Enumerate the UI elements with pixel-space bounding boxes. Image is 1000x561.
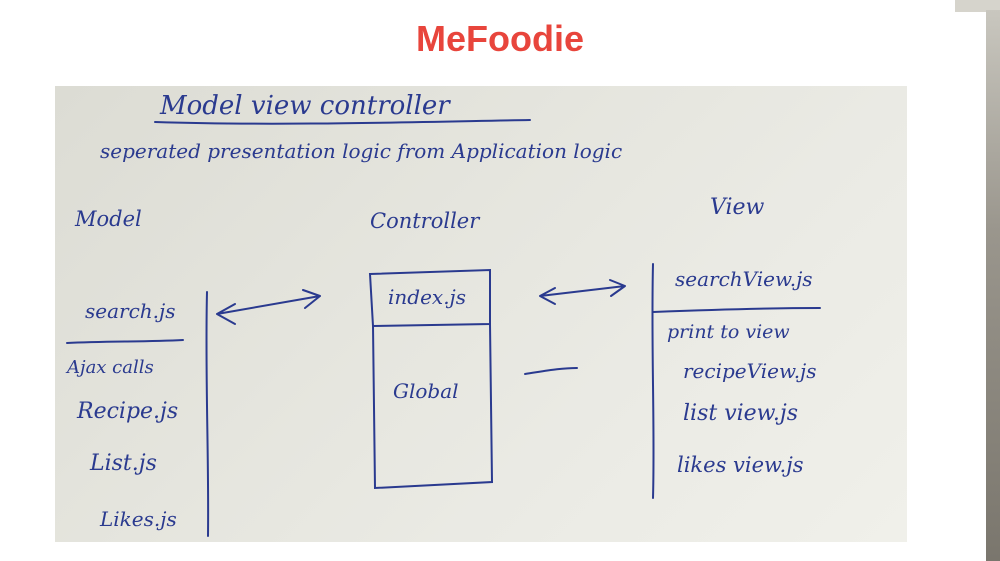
controller-box-body: Global — [393, 379, 459, 403]
model-item: Recipe.js — [76, 399, 178, 424]
controller-global-box — [372, 323, 494, 490]
view-item: print to view — [667, 321, 790, 343]
handwritten-photo: Model view controller seperated presenta… — [55, 86, 907, 542]
view-item: likes view.js — [677, 453, 804, 477]
arrow-line-icon — [524, 367, 578, 375]
model-label: Model — [74, 207, 142, 231]
controller-label: Controller — [370, 209, 481, 233]
view-separator — [652, 307, 821, 313]
model-item: List.js — [89, 451, 157, 476]
controller-box-top: index.js — [388, 285, 466, 309]
view-item: searchView.js — [675, 267, 813, 291]
mvc-sketch: Model view controller seperated presenta… — [65, 91, 821, 537]
model-item: Ajax calls — [65, 357, 154, 378]
view-item: list view.js — [683, 401, 798, 426]
view-label: View — [710, 195, 765, 220]
double-arrow-icon — [539, 279, 626, 305]
model-divider — [205, 291, 210, 537]
photo-edge-decoration — [955, 0, 1000, 12]
page-title: MeFoodie — [416, 18, 584, 59]
heading-underline — [154, 119, 531, 125]
model-separator — [66, 339, 184, 344]
diagram-heading: Model view controller — [159, 91, 451, 121]
diagram-subheading: seperated presentation logic from Applic… — [100, 139, 622, 163]
model-item: Likes.js — [99, 507, 177, 531]
double-arrow-icon — [216, 289, 321, 325]
view-item: recipeView.js — [683, 359, 817, 383]
view-divider — [651, 263, 655, 499]
photo-edge-decoration — [986, 10, 1000, 561]
model-item: search.js — [85, 299, 176, 323]
